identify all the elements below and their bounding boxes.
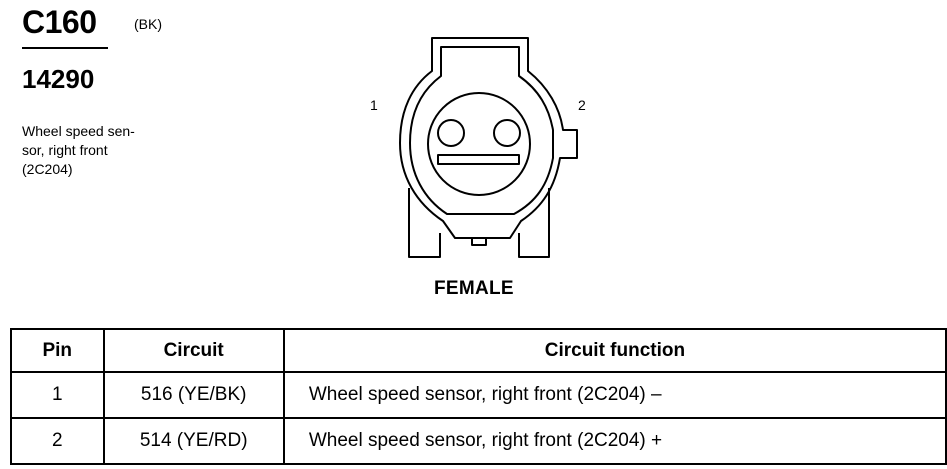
description-line: (2C204) [22,161,73,177]
pin-2-label: 2 [578,97,586,113]
pin-2-cavity [493,119,521,147]
pin-1-cavity [437,119,465,147]
description-line: Wheel speed sen- [22,123,135,139]
terminal-key-slot [437,154,520,165]
description-line: sor, right front [22,142,108,158]
left-latch-arm [408,188,441,258]
part-number: 14290 [22,64,95,94]
cell-circuit: 516 (YE/BK) [102,371,285,419]
cell-circuit: 514 (YE/RD) [102,417,285,465]
cell-pin: 1 [10,371,105,419]
connector-description: Wheel speed sen- sor, right front (2C204… [22,122,135,179]
cell-circuit-function: Wheel speed sensor, right front (2C204) … [282,371,947,419]
cell-pin: 2 [10,417,105,465]
table-row: 1 516 (YE/BK) Wheel speed sensor, right … [10,371,947,419]
connector-outer-shell [399,37,578,239]
cell-circuit-function: Wheel speed sensor, right front (2C204) … [282,417,947,465]
connector-face-diagram [399,37,578,258]
pin-1-label: 1 [370,97,378,113]
title-divider [22,47,108,49]
connector-id: C160 [22,4,97,40]
terminal-face [427,92,531,196]
header-circuit-function: Circuit function [282,328,947,373]
connector-color: (BK) [134,16,162,32]
bottom-tab [471,237,487,246]
connector-inner-shell [409,46,554,215]
header-pin: Pin [10,328,105,373]
table-row: 2 514 (YE/RD) Wheel speed sensor, right … [10,417,947,465]
table-header-row: Pin Circuit Circuit function [10,328,947,373]
pinout-table: Pin Circuit Circuit function 1 516 (YE/B… [10,328,947,465]
connector-gender-label: FEMALE [434,278,514,299]
header-circuit: Circuit [102,328,285,373]
right-latch-arm [518,188,550,258]
